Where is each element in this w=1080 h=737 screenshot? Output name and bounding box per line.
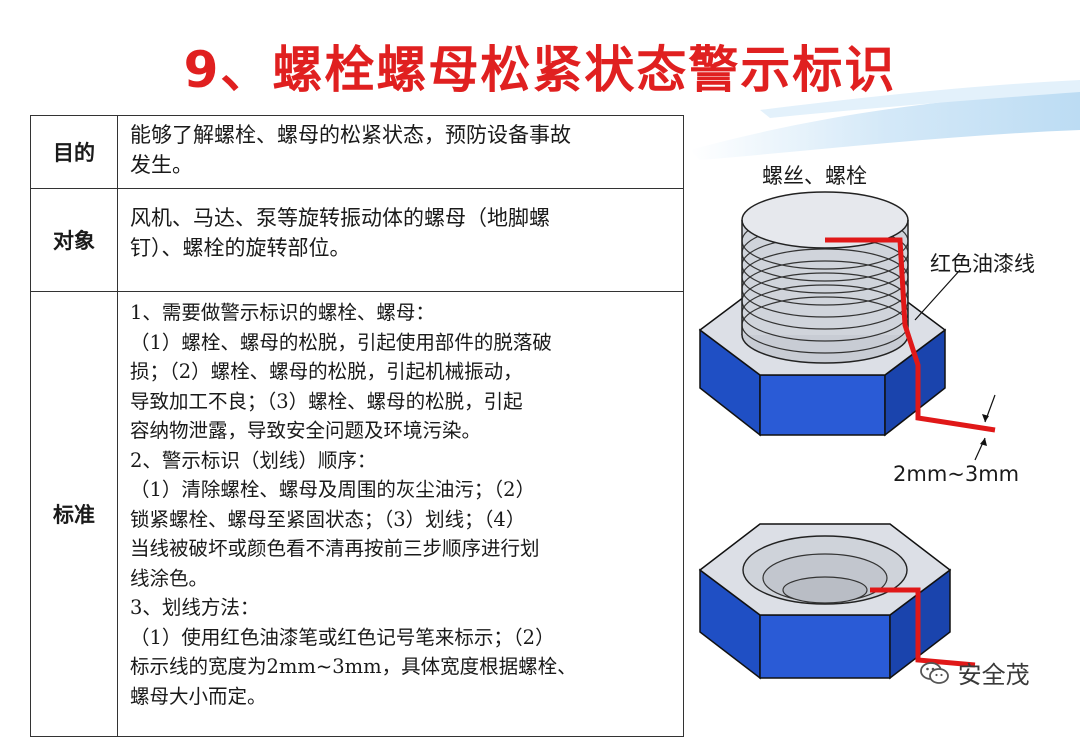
background-wave	[690, 80, 1080, 160]
standard-line: 损；（2）螺栓、螺母的松脱，引起机械振动，	[130, 360, 523, 383]
red-paint-line	[825, 237, 996, 433]
standard-line: （1）螺栓、螺母的松脱，引起使用部件的脱落破	[130, 330, 552, 354]
page-title: 9、螺栓螺母松紧状态警示标识	[183, 41, 897, 99]
red-paint-line	[870, 587, 976, 668]
standard-line: 线涂色。	[130, 566, 209, 590]
purpose-line: 能够了解螺栓、螺母的松紧状态，预防设备事故	[130, 123, 571, 147]
object-text: 风机、马达、泵等旋转振动体的螺母（地脚螺 钉）、螺栓的旋转部位。	[117, 188, 684, 292]
standard-line: 螺母大小而定。	[130, 684, 267, 708]
purpose-text: 能够了解螺栓、螺母的松紧状态，预防设备事故 发生。	[117, 115, 684, 189]
standard-line: 当线被破坏或颜色看不清再按前三步顺序进行划	[130, 537, 540, 560]
standard-line: 1、需要做警示标识的螺栓、螺母：	[130, 301, 435, 324]
wechat-icon	[920, 661, 950, 685]
object-line: 钉）、螺栓的旋转部位。	[130, 236, 351, 260]
object-header: 对象	[30, 188, 118, 292]
purpose-line: 发生。	[130, 153, 193, 177]
table-row-standard: 标准 1、需要做警示标识的螺栓、螺母： （1）螺栓、螺母的松脱，引起使用部件的脱…	[30, 291, 684, 737]
standard-line: 容纳物泄露，导致安全问题及环境污染。	[130, 419, 482, 442]
bolt-nut-illustration	[698, 191, 996, 680]
standard-line: （1）使用红色油漆笔或红色记号笔来标示；（2）	[130, 625, 555, 649]
bolt-with-nut-icon	[698, 191, 947, 437]
paint-line-label: 红色油漆线	[930, 252, 1035, 276]
nut-icon	[698, 523, 952, 680]
table-row-object: 对象 风机、马达、泵等旋转振动体的螺母（地脚螺 钉）、螺栓的旋转部位。	[30, 188, 684, 292]
object-line: 风机、马达、泵等旋转振动体的螺母（地脚螺	[130, 206, 550, 230]
line-width-label: 2mm~3mm	[893, 462, 1020, 486]
standard-text: 1、需要做警示标识的螺栓、螺母： （1）螺栓、螺母的松脱，引起使用部件的脱落破 …	[117, 291, 684, 737]
standard-line: 导致加工不良；（3）螺栓、螺母的松脱，引起	[130, 389, 523, 413]
watermark-text: 安全茂	[957, 661, 1030, 689]
spec-table: 目的 能够了解螺栓、螺母的松紧状态，预防设备事故 发生。 对象 风机、马达、泵等…	[30, 115, 684, 737]
standard-header: 标准	[30, 291, 118, 737]
purpose-header: 目的	[30, 115, 118, 189]
watermark: 安全茂	[920, 655, 1030, 690]
table-row-purpose: 目的 能够了解螺栓、螺母的松紧状态，预防设备事故 发生。	[30, 115, 684, 189]
standard-line: （1）清除螺栓、螺母及周围的灰尘油污；（2）	[130, 478, 536, 501]
bolt-label: 螺丝、螺栓	[762, 164, 867, 188]
standard-line: 3、划线方法：	[130, 596, 260, 619]
standard-line: 标示线的宽度为2mm~3mm，具体宽度根据螺栓、	[130, 655, 577, 678]
standard-line: 锁紧螺栓、螺母至紧固状态；（3）划线；（4）	[130, 507, 526, 531]
standard-line: 2、警示标识（划线）顺序：	[130, 448, 377, 472]
